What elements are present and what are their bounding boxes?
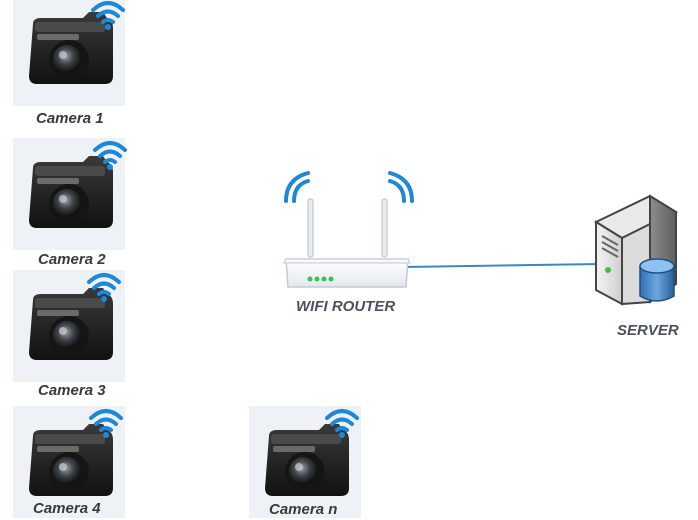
camera-1-label: Camera 1 [36,110,104,127]
router-wifi-left-icon [284,171,310,203]
camera-2-label: Camera 2 [38,251,106,268]
camera-4 [13,406,125,518]
camera-icon [29,424,113,496]
camera-3 [13,270,125,382]
camera-2 [13,138,127,250]
camera-icon [29,288,113,360]
wifi-icon [91,1,125,30]
server-icon [593,194,679,306]
wifi-icon [87,273,121,302]
wifi-icon [93,141,127,170]
camera-3-label: Camera 3 [38,382,106,399]
wifi-icon [89,409,123,438]
camera-1 [13,0,125,106]
camera-n [249,406,361,518]
camera-icon [265,424,349,496]
server-label: SERVER [617,322,679,339]
wifi-icon [325,409,359,438]
router-icon [283,171,414,288]
camera-n-label: Camera n [269,501,338,518]
database-icon [639,258,675,302]
camera-icon [29,12,113,84]
router-wifi-right-icon [388,171,414,203]
router-label: WIFI ROUTER [296,298,396,315]
camera-icon [29,156,113,228]
camera-4-label: Camera 4 [33,500,101,517]
